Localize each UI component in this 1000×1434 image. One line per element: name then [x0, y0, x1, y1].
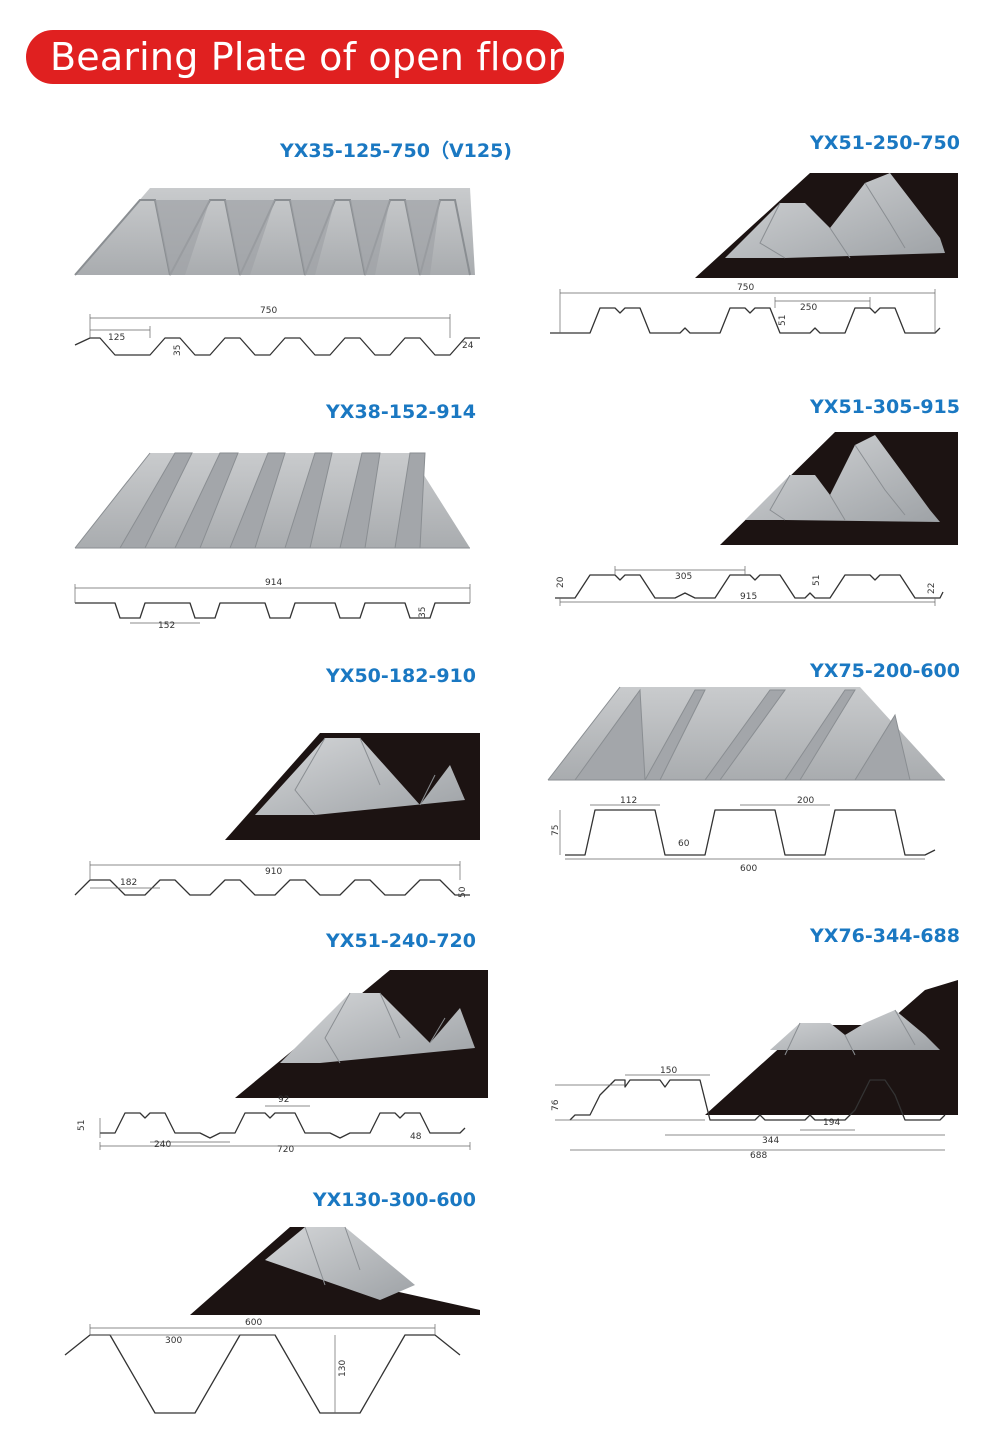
dim-label: 600 — [245, 1318, 262, 1328]
dim-label: 305 — [675, 572, 692, 582]
dim-label: 76 — [551, 1099, 561, 1111]
product-panel-yx130: 600 300 130 — [64, 1226, 480, 1414]
dim-label: 51 — [812, 575, 822, 586]
profile-drawing-yx50: 910 182 50 — [74, 861, 470, 898]
dim-label: 182 — [120, 878, 137, 888]
sheet-image-yx51-305 — [720, 432, 958, 545]
product-panel-yx51-250: 750 250 51 — [550, 173, 958, 334]
product-title-yx38: YX38-152-914 — [326, 401, 476, 423]
product-panel-yx50: 910 182 50 — [74, 733, 480, 898]
sheet-image-yx50 — [225, 733, 480, 840]
sheet-image-yx51-250 — [695, 173, 958, 278]
profile-drawing-yx130: 600 300 130 — [64, 1318, 461, 1414]
page-title-banner: Bearing Plate of open floor — [26, 30, 564, 84]
dim-label: 200 — [797, 796, 814, 806]
product-title-yx75: YX75-200-600 — [810, 660, 960, 682]
product-panel-yx38: 914 152 35 — [74, 452, 471, 631]
dim-label: 35 — [173, 345, 183, 356]
product-title-yx130: YX130-300-600 — [312, 1189, 476, 1211]
profile-drawing-yx51-240: 92 51 240 48 720 — [77, 1095, 471, 1155]
profile-drawing-yx35: 750 125 35 24 — [74, 306, 480, 356]
page-title: Bearing Plate of open floor — [50, 35, 564, 79]
product-panel-yx35: 750 125 35 24 — [74, 188, 480, 356]
profile-drawing-yx76: 150 76 194 344 688 — [551, 1066, 946, 1161]
product-panel-yx51-240: 92 51 240 48 720 — [77, 970, 488, 1155]
dim-label: 250 — [800, 303, 817, 313]
dim-label: 125 — [108, 333, 125, 343]
dim-label: 600 — [740, 864, 757, 874]
dim-label: 92 — [278, 1095, 289, 1105]
dim-label: 915 — [740, 592, 757, 602]
product-panel-yx75: 112 200 75 60 600 — [547, 686, 945, 874]
dim-label: 112 — [620, 796, 637, 806]
dim-label: 914 — [265, 578, 282, 588]
dim-label: 20 — [556, 576, 566, 588]
sheet-image-yx51-240 — [235, 970, 488, 1098]
dim-label: 35 — [418, 607, 428, 618]
dim-label: 750 — [260, 306, 277, 316]
product-title-yx50: YX50-182-910 — [326, 665, 476, 687]
dim-label: 750 — [737, 283, 754, 293]
product-panel-yx76: 150 76 194 344 688 — [551, 980, 958, 1161]
dim-label: 24 — [462, 341, 474, 351]
sheet-image-yx130 — [190, 1226, 480, 1315]
dim-label: 48 — [410, 1132, 422, 1142]
dim-label: 152 — [158, 621, 175, 631]
dim-label: 240 — [154, 1140, 171, 1150]
dim-label: 720 — [277, 1145, 294, 1155]
product-title-yx76: YX76-344-688 — [810, 925, 960, 947]
dim-label: 150 — [660, 1066, 677, 1076]
product-title-yx51-305: YX51-305-915 — [810, 396, 960, 418]
profile-drawing-yx51-305: 305 20 51 22 915 — [555, 566, 944, 606]
profile-drawing-yx38: 914 152 35 — [74, 578, 471, 631]
sheet-image-yx35 — [74, 188, 475, 276]
sheet-image-yx38 — [74, 452, 470, 549]
dim-label: 194 — [823, 1118, 840, 1128]
product-title-yx35: YX35-125-750（V125) — [280, 140, 512, 162]
dim-label: 50 — [458, 886, 468, 898]
dim-label: 22 — [927, 583, 937, 594]
sheet-image-yx75 — [547, 686, 945, 781]
dim-label: 130 — [338, 1360, 348, 1377]
dim-label: 344 — [762, 1136, 779, 1146]
dim-label: 51 — [778, 315, 788, 326]
dim-label: 688 — [750, 1151, 767, 1161]
profile-drawing-yx75: 112 200 75 60 600 — [551, 796, 936, 874]
product-title-yx51-250: YX51-250-750 — [810, 132, 960, 154]
product-panel-yx51-305: 305 20 51 22 915 — [555, 432, 958, 606]
sheet-image-yx76 — [705, 980, 958, 1115]
dim-label: 910 — [265, 867, 282, 877]
dim-label: 60 — [678, 839, 690, 849]
dim-label: 51 — [77, 1120, 87, 1131]
profile-drawing-yx51-250: 750 250 51 — [550, 283, 941, 334]
dim-label: 75 — [551, 825, 561, 836]
dim-label: 300 — [165, 1336, 182, 1346]
product-title-yx51-240: YX51-240-720 — [326, 930, 476, 952]
